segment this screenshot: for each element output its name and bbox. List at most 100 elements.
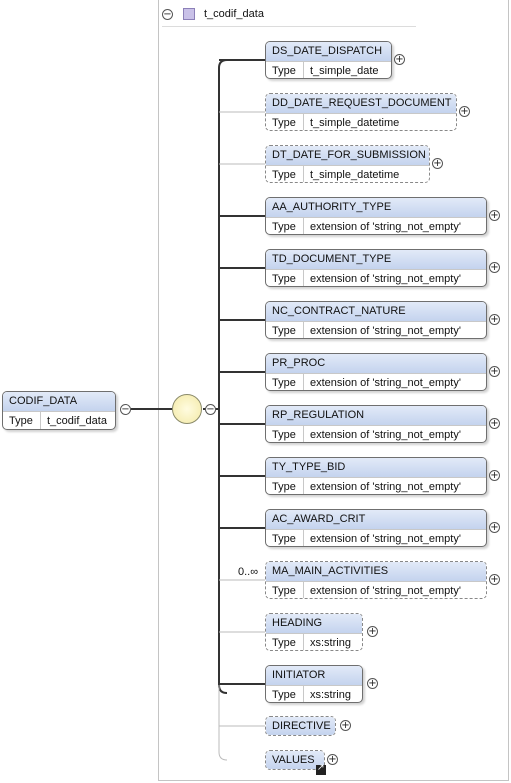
type-value: extension of 'string_not_empty' (310, 481, 461, 493)
type-label: Type (266, 478, 304, 494)
type-label: Type (266, 582, 304, 598)
element-directive[interactable]: DIRECTIVE (265, 716, 336, 736)
expand-toggle-icon[interactable]: + (459, 106, 470, 117)
expand-toggle-icon[interactable]: + (489, 314, 500, 325)
expand-toggle-icon[interactable]: + (489, 470, 500, 481)
element-name: NC_CONTRACT_NATURE (266, 302, 486, 322)
complex-type-icon (183, 8, 195, 20)
element-name: TY_TYPE_BID (266, 458, 486, 478)
element-name: DIRECTIVE (266, 717, 335, 735)
expand-toggle-icon[interactable]: + (489, 522, 500, 533)
expand-toggle-icon[interactable]: + (489, 418, 500, 429)
type-value: extension of 'string_not_empty' (310, 273, 461, 285)
element-td-document-type[interactable]: TD_DOCUMENT_TYPE Type extension of 'strin… (265, 249, 487, 287)
element-values[interactable]: VALUES (265, 750, 325, 770)
element-type-row: Type t_simple_datetime (266, 166, 429, 182)
collapse-type-toggle-icon[interactable]: − (162, 9, 173, 20)
type-value: extension of 'string_not_empty' (310, 533, 461, 545)
expand-toggle-icon[interactable]: + (489, 210, 500, 221)
element-ty-type-bid[interactable]: TY_TYPE_BID Type extension of 'string_not… (265, 457, 487, 495)
collapse-root-toggle-icon[interactable]: − (120, 404, 131, 415)
type-label: Type (266, 270, 304, 286)
element-name: MA_MAIN_ACTIVITIES (266, 562, 486, 582)
element-name: AA_AUTHORITY_TYPE (266, 198, 486, 218)
expand-toggle-icon[interactable]: + (340, 720, 351, 731)
type-value: xs:string (310, 689, 351, 701)
type-value: t_simple_date (310, 65, 379, 77)
element-name: HEADING (266, 614, 362, 634)
element-name: INITIATOR (266, 666, 362, 686)
expand-toggle-icon[interactable]: + (489, 366, 500, 377)
expand-toggle-icon[interactable]: + (367, 626, 378, 637)
type-label: Type (266, 374, 304, 390)
complex-type-title: t_codif_data (204, 8, 264, 20)
reference-arrow-icon (316, 763, 326, 775)
element-ds-date-dispatch[interactable]: DS_DATE_DISPATCH Type t_simple_date (265, 41, 392, 79)
type-value: t_simple_datetime (310, 169, 400, 181)
element-initiator[interactable]: INITIATOR Type xs:string (265, 665, 363, 703)
root-element-type-row: Type t_codif_data (3, 412, 115, 429)
element-nc-contract-nature[interactable]: NC_CONTRACT_NATURE Type extension of 'str… (265, 301, 487, 339)
element-name: DD_DATE_REQUEST_DOCUMENT (266, 94, 456, 114)
element-type-row: Type xs:string (266, 686, 362, 702)
element-name: PR_PROC (266, 354, 486, 374)
type-label: Type (266, 634, 304, 650)
type-value: t_simple_datetime (310, 117, 400, 129)
element-type-row: Type extension of 'string_not_empty' (266, 322, 486, 338)
element-rp-regulation[interactable]: RP_REGULATION Type extension of 'string_n… (265, 405, 487, 443)
element-type-row: Type extension of 'string_not_empty' (266, 478, 486, 494)
type-label: Type (266, 322, 304, 338)
root-type-value: t_codif_data (47, 415, 107, 427)
element-ac-award-crit[interactable]: AC_AWARD_CRIT Type extension of 'string_n… (265, 509, 487, 547)
type-value: extension of 'string_not_empty' (310, 585, 461, 597)
element-type-row: Type xs:string (266, 634, 362, 650)
expand-toggle-icon[interactable]: + (327, 754, 338, 765)
type-value: extension of 'string_not_empty' (310, 429, 461, 441)
type-label: Type (266, 166, 304, 182)
element-type-row: Type extension of 'string_not_empty' (266, 374, 486, 390)
type-label: Type (266, 62, 304, 78)
element-type-row: Type extension of 'string_not_empty' (266, 270, 486, 286)
expand-toggle-icon[interactable]: + (394, 54, 405, 65)
element-type-row: Type t_simple_datetime (266, 114, 456, 130)
root-element-name: CODIF_DATA (3, 392, 115, 412)
root-element-codif-data[interactable]: CODIF_DATA Type t_codif_data (2, 391, 116, 430)
type-label: Type (266, 114, 304, 130)
element-type-row: Type t_simple_date (266, 62, 391, 78)
element-dt-date-for-submission[interactable]: DT_DATE_FOR_SUBMISSION Type t_simple_date… (265, 145, 430, 183)
type-label: Type (266, 426, 304, 442)
expand-toggle-icon[interactable]: + (432, 158, 443, 169)
element-type-row: Type extension of 'string_not_empty' (266, 582, 486, 598)
type-value: extension of 'string_not_empty' (310, 377, 461, 389)
element-name: RP_REGULATION (266, 406, 486, 426)
expand-toggle-icon[interactable]: + (367, 678, 378, 689)
expand-toggle-icon[interactable]: + (489, 574, 500, 585)
type-value: xs:string (310, 637, 351, 649)
element-name: TD_DOCUMENT_TYPE (266, 250, 486, 270)
sequence-compositor-icon[interactable] (172, 394, 202, 424)
element-ma-main-activities[interactable]: MA_MAIN_ACTIVITIES Type extension of 'str… (265, 561, 487, 599)
type-label: Type (266, 218, 304, 234)
element-name: AC_AWARD_CRIT (266, 510, 486, 530)
element-type-row: Type extension of 'string_not_empty' (266, 426, 486, 442)
expand-toggle-icon[interactable]: + (489, 262, 500, 273)
element-name: DT_DATE_FOR_SUBMISSION (266, 146, 429, 166)
element-name: DS_DATE_DISPATCH (266, 42, 391, 62)
type-value: extension of 'string_not_empty' (310, 325, 461, 337)
complex-type-frame (158, 0, 509, 781)
element-name: VALUES (266, 751, 324, 769)
complex-type-header (162, 4, 416, 27)
element-pr-proc[interactable]: PR_PROC Type extension of 'string_not_emp… (265, 353, 487, 391)
cardinality-label: 0..∞ (238, 566, 259, 578)
type-label: Type (266, 686, 304, 702)
element-dd-date-request-document[interactable]: DD_DATE_REQUEST_DOCUMENT Type t_simple_da… (265, 93, 457, 131)
root-type-label: Type (3, 412, 41, 429)
collapse-sequence-toggle-icon[interactable]: − (205, 404, 216, 415)
element-heading[interactable]: HEADING Type xs:string (265, 613, 363, 651)
type-label: Type (266, 530, 304, 546)
element-type-row: Type extension of 'string_not_empty' (266, 530, 486, 546)
